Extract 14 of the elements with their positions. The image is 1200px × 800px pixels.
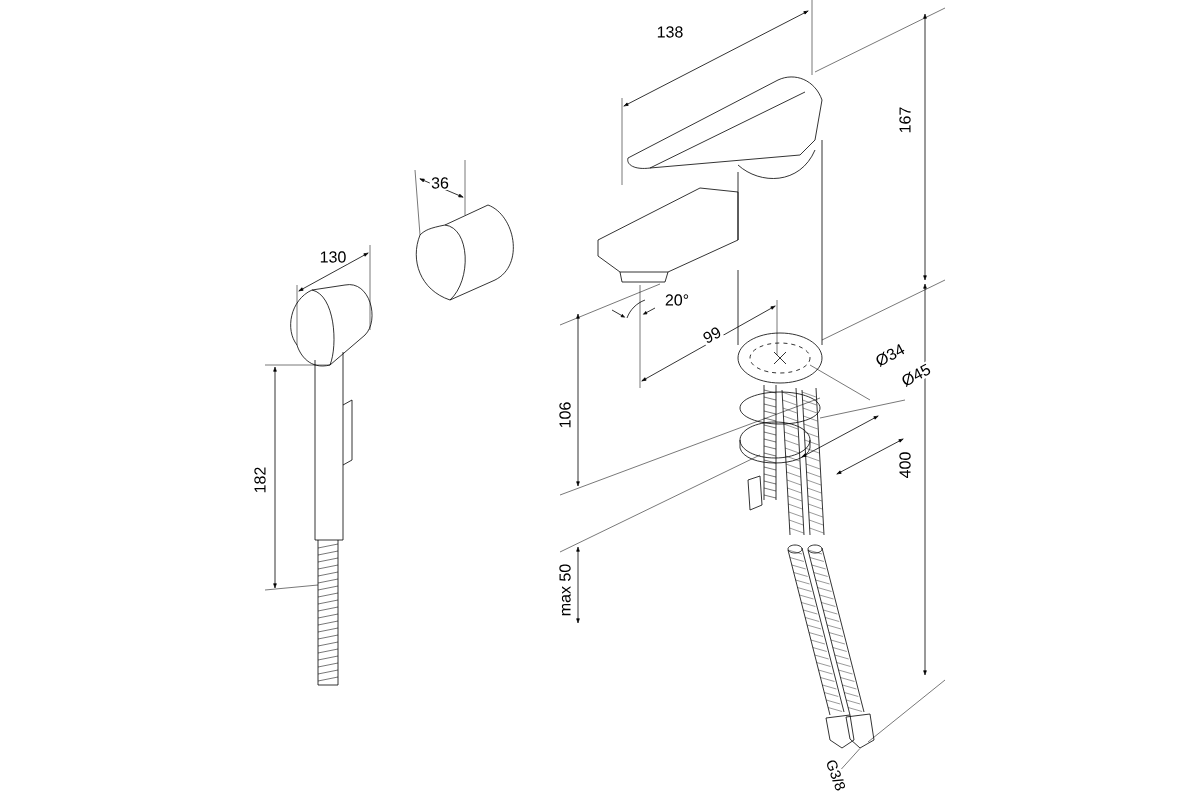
dimension-label: 130 (318, 250, 348, 264)
dimension-label: 36 (429, 176, 451, 190)
dimension-label: Ø45 (898, 360, 934, 390)
leader-line (841, 748, 861, 770)
dimension-label: 138 (655, 25, 685, 39)
dimension-label: 20° (663, 293, 691, 307)
nut-drawing (845, 713, 875, 749)
dimension-label: 167 (898, 105, 912, 135)
dimension-label: 106 (558, 400, 572, 430)
dimension-label: max 50 (558, 562, 572, 618)
dimension-label: 182 (253, 465, 267, 495)
dimension-label: 99 (699, 324, 725, 346)
dimension-label: 400 (898, 450, 912, 480)
thread-label: G3/8 (827, 760, 846, 791)
